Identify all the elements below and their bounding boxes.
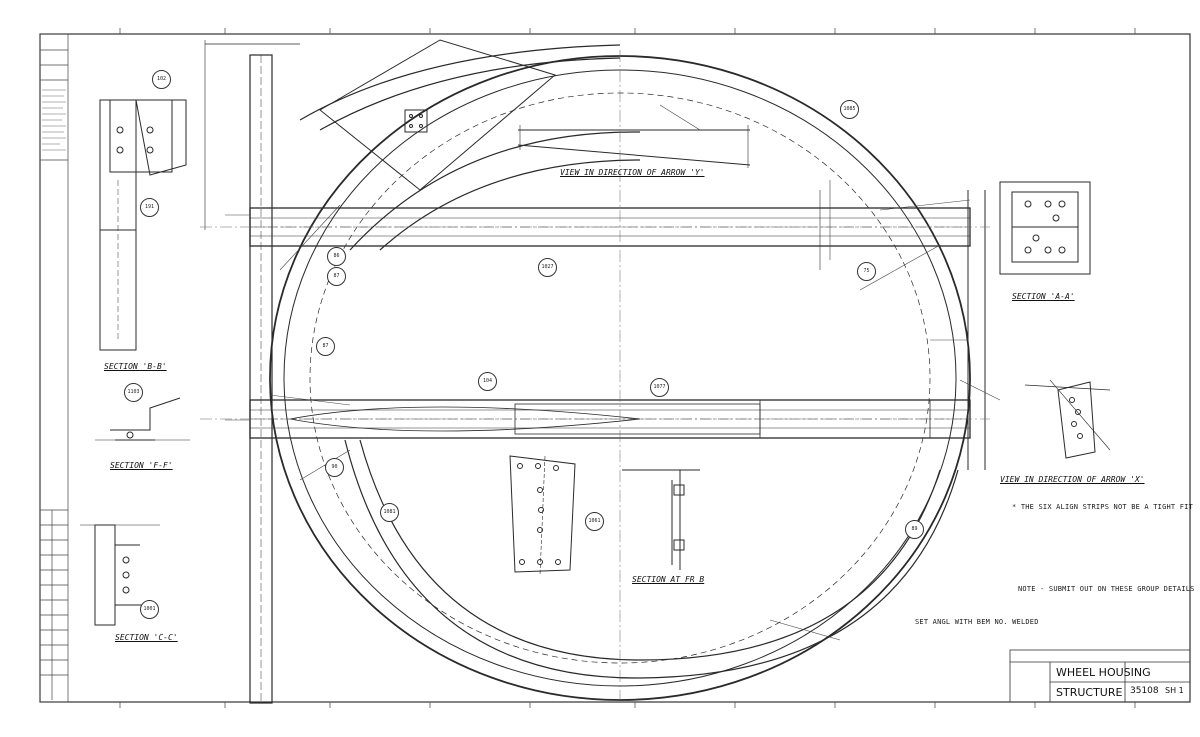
drawing-border — [39, 33, 1191, 703]
section-aa-label: SECTION 'A-A' — [1012, 292, 1075, 301]
callout-bubble: 102 — [152, 70, 171, 89]
callout-bubble: 90 — [325, 458, 344, 477]
weld-note: SET ANGL WITH BEM NO. WELDED — [915, 618, 1039, 626]
section-ff-detail — [95, 397, 190, 441]
revision-column — [39, 33, 69, 703]
callout-bubble: 191 — [140, 198, 159, 217]
center-lines — [200, 50, 990, 700]
section-bb-label: SECTION 'B-B' — [104, 362, 167, 371]
callout-bubble: 1001 — [140, 600, 159, 619]
right-connection — [819, 190, 986, 470]
callout-bubble: 87 — [316, 337, 335, 356]
callout-bubble: 1027 — [538, 258, 557, 277]
callout-bubble: 1061 — [585, 512, 604, 531]
upper-gusset — [319, 39, 557, 191]
bolt-note: * THE SIX ALIGN STRIPS NOT BE A TIGHT FI… — [1012, 503, 1193, 511]
left-stanchion — [204, 40, 300, 704]
sheet-reference: SH 1 — [1165, 686, 1184, 695]
section-frame-label: SECTION AT FR B — [632, 575, 705, 584]
leader-lines — [225, 104, 1001, 641]
section-cc-detail — [80, 524, 160, 626]
section-aa-detail — [999, 181, 1091, 275]
callout-bubble: 104 — [478, 372, 497, 391]
splice-plate-detail — [509, 455, 576, 576]
title-line-2: STRUCTURE — [1056, 686, 1123, 699]
callout-bubble: 1103 — [124, 383, 143, 402]
drawing-number: 35108 — [1130, 686, 1159, 696]
view-arrow-x-label: VIEW IN DIRECTION OF ARROW 'X' — [1000, 475, 1145, 484]
reference-note: NOTE - SUBMIT OUT ON THESE GROUP DETAILS — [1018, 585, 1195, 593]
callout-bubble: 87 — [327, 267, 346, 286]
callout-bubble: 1085 — [840, 100, 859, 119]
callout-bubble: 75 — [857, 262, 876, 281]
title-block — [1009, 649, 1191, 703]
section-bb-detail — [99, 99, 187, 351]
revision-text-lines — [42, 89, 66, 151]
section-frame-detail — [622, 469, 700, 570]
zone-ticks — [119, 28, 1136, 708]
view-x-detail — [1024, 379, 1111, 459]
inner-flange-arcs — [299, 44, 959, 679]
callout-bubble: 89 — [905, 520, 924, 539]
callout-bubble: 1077 — [650, 378, 669, 397]
section-ff-label: SECTION 'F-F' — [110, 461, 173, 470]
callout-bubble: 1081 — [380, 503, 399, 522]
view-arrow-y-label: VIEW IN DIRECTION OF ARROW 'Y' — [560, 168, 705, 177]
callout-bubble: 86 — [327, 247, 346, 266]
view-y-flange — [517, 125, 751, 168]
title-line-1: WHEEL HOUSING — [1056, 666, 1151, 679]
section-cc-label: SECTION 'C-C' — [115, 633, 178, 642]
